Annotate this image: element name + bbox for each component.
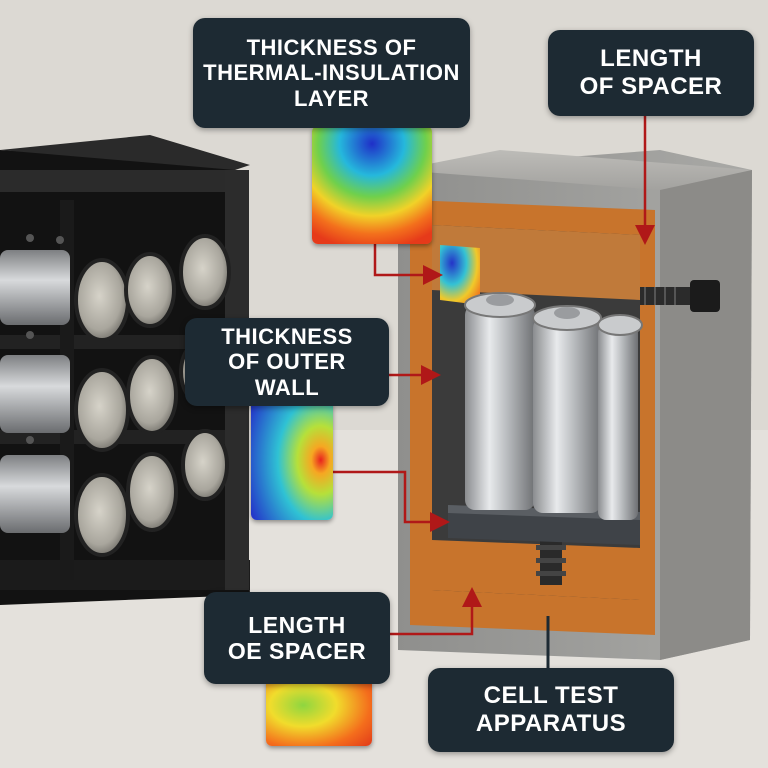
test-apparatus xyxy=(398,150,752,660)
callout-line: THICKNESS xyxy=(221,324,353,350)
heatmap-insulation xyxy=(312,126,432,244)
callout-line: THERMAL-INSULATION xyxy=(203,60,460,86)
callout-line: LENGTH xyxy=(248,611,346,638)
callout-line: OF SPACER xyxy=(579,73,723,100)
callout-length-of-spacer-top: LENGTH OF SPACER xyxy=(548,30,754,116)
callout-line: THICKNESS OF xyxy=(246,35,417,61)
bolt-icon xyxy=(640,280,720,312)
callout-thermal-insulation: THICKNESS OF THERMAL-INSULATION LAYER xyxy=(193,18,470,128)
callout-line: LENGTH xyxy=(600,45,702,73)
battery-cell-icon xyxy=(0,250,70,533)
callout-outer-wall: THICKNESS OF OUTER WALL xyxy=(185,318,389,406)
callout-line: APPARATUS xyxy=(475,710,627,737)
callout-length-of-spacer-bottom: LENGTH OE SPACER xyxy=(204,592,390,684)
callout-cell-test-apparatus: CELL TEST APPARATUS xyxy=(428,668,674,752)
callout-line: OE SPACER xyxy=(227,638,367,664)
heatmap-outer-wall xyxy=(251,400,333,520)
callout-line: OF OUTER WALL xyxy=(228,349,346,400)
leader-lines xyxy=(330,115,655,668)
callout-line: CELL TEST xyxy=(483,682,619,710)
heatmap-spacer xyxy=(266,678,372,746)
callout-line: LAYER xyxy=(293,85,370,111)
